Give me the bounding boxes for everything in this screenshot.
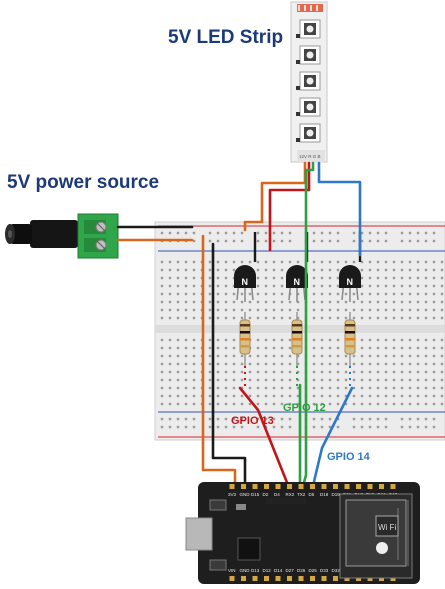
npn-transistor: N [234, 232, 257, 302]
svg-text:D26: D26 [297, 568, 306, 573]
gpio13-wire [238, 386, 292, 492]
svg-text:3V3: 3V3 [228, 492, 237, 497]
strip-blue-wire [317, 161, 362, 257]
boot-button [209, 499, 227, 511]
svg-text:D18: D18 [320, 492, 329, 497]
strip-red-wire [268, 161, 311, 252]
svg-text:D5: D5 [309, 492, 315, 497]
svg-text:D14: D14 [274, 568, 283, 573]
svg-text:D27: D27 [286, 568, 295, 573]
svg-text:D4: D4 [274, 492, 280, 497]
svg-text:TX2: TX2 [297, 492, 306, 497]
wifi-logo [375, 515, 399, 537]
svg-text:D13: D13 [251, 568, 260, 573]
gpio14-wire [310, 386, 354, 492]
led-chip-icon [296, 97, 321, 117]
en-button [209, 559, 227, 571]
usb-port [185, 517, 213, 551]
svg-text:12V R G B: 12V R G B [299, 154, 321, 159]
usb-uart-chip [237, 537, 261, 561]
svg-text:GND: GND [240, 492, 251, 497]
svg-text:D25: D25 [309, 568, 318, 573]
power-jack [5, 213, 119, 259]
strip-vcc-wire [243, 161, 307, 232]
led-chip-icon [296, 123, 321, 143]
resistor [291, 312, 303, 388]
power-source-title: 5V power source [7, 172, 160, 193]
wires [116, 161, 362, 492]
transistor-type-label: N [242, 277, 249, 287]
gpio12-label: GPIO 12 [283, 402, 326, 414]
gpio14-label: GPIO 14 [327, 451, 370, 463]
transistor-type-label: N [347, 277, 354, 287]
svg-text:D2: D2 [263, 492, 269, 497]
wifi-label: Wi Fi [378, 523, 396, 532]
svg-text:D33: D33 [320, 568, 329, 573]
svg-text:VIN: VIN [228, 568, 236, 573]
svg-text:D32: D32 [332, 568, 341, 573]
led-strip: 12V R G B [290, 1, 328, 163]
svg-text:D19: D19 [332, 492, 341, 497]
led-chip-icon [296, 71, 321, 91]
resistor [344, 312, 356, 388]
led-strip-title: 5V LED Strip [168, 27, 284, 48]
svg-text:D12: D12 [263, 568, 272, 573]
esp32-board: 3V3GNDD15D2D4RX2TX2D5D18D19D21RX0TX0D22D… [185, 482, 420, 584]
transistor-type-label: N [294, 277, 301, 287]
resistor [239, 312, 251, 388]
led-chip-icon [296, 45, 321, 65]
vin-wire [201, 234, 237, 492]
led-chip-icon [296, 19, 321, 39]
svg-text:GND: GND [240, 568, 251, 573]
svg-text:RX2: RX2 [286, 492, 295, 497]
strip-green-wire [300, 161, 315, 492]
gnd-wire [211, 242, 247, 492]
svg-text:D15: D15 [251, 492, 260, 497]
espressif-logo-icon [376, 542, 388, 554]
gpio13-label: GPIO 13 [231, 415, 274, 427]
